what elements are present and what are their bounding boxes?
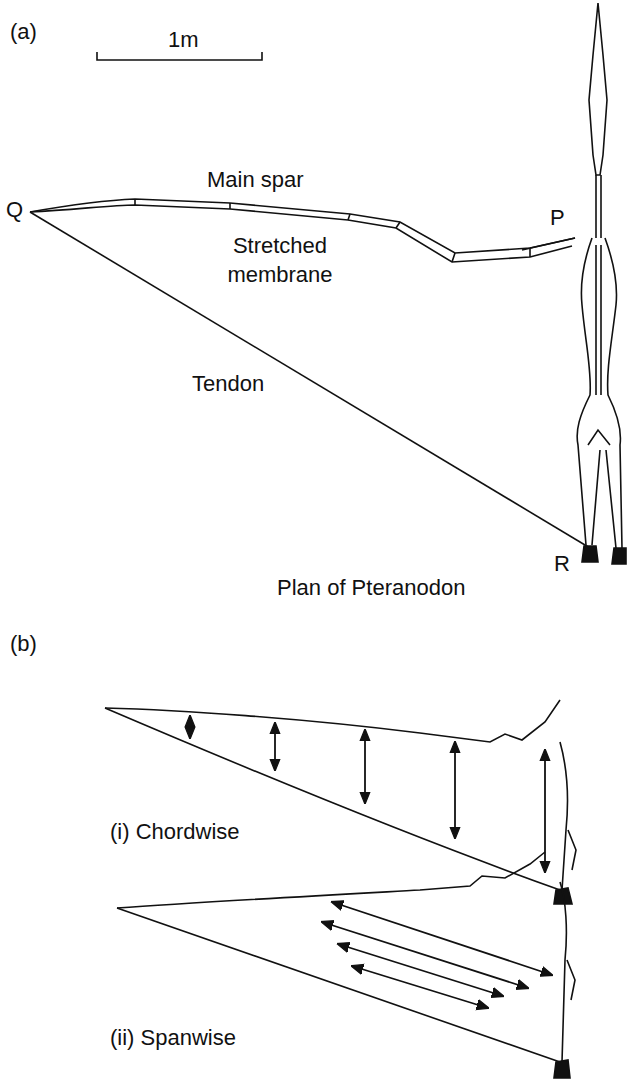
point-label: Q bbox=[4, 196, 25, 225]
spanwise-arrows bbox=[322, 902, 552, 1008]
part-label: Stretched membrane bbox=[208, 232, 352, 289]
body-outline bbox=[560, 882, 575, 1062]
chordwise-view bbox=[105, 700, 576, 904]
body-outline bbox=[560, 742, 576, 890]
neck bbox=[596, 175, 601, 238]
tendon-line bbox=[30, 212, 590, 548]
scale-label: 1m bbox=[166, 26, 201, 55]
head-crest bbox=[589, 3, 607, 175]
double-arrow bbox=[364, 730, 366, 803]
left-foot bbox=[582, 546, 598, 562]
wing-lower-edge bbox=[105, 708, 560, 890]
legs bbox=[592, 450, 616, 548]
body-left bbox=[577, 238, 592, 545]
plan-view bbox=[30, 3, 626, 564]
double-arrow bbox=[322, 922, 528, 988]
right-foot bbox=[612, 548, 626, 564]
double-arrow bbox=[332, 902, 552, 975]
chordwise-arrows bbox=[190, 716, 545, 872]
double-arrow bbox=[352, 966, 488, 1008]
part-label: Tendon bbox=[190, 370, 266, 399]
double-arrow bbox=[189, 716, 191, 738]
wing-upper-edge bbox=[117, 852, 545, 908]
wing-upper-edge bbox=[105, 700, 560, 742]
foot bbox=[554, 1060, 570, 1078]
point-label: P bbox=[548, 204, 567, 233]
body-inner bbox=[588, 245, 610, 445]
view-label: (ii) Spanwise bbox=[108, 1024, 238, 1053]
double-arrow bbox=[544, 750, 546, 872]
part-label: Main spar bbox=[205, 166, 306, 195]
view-label: (i) Chordwise bbox=[108, 818, 242, 847]
panel-letter: (a) bbox=[8, 18, 39, 47]
point-label: R bbox=[552, 550, 572, 579]
body-right bbox=[605, 238, 622, 548]
panel-letter: (b) bbox=[8, 630, 39, 659]
double-arrow bbox=[274, 723, 276, 770]
figure-title: Plan of Pteranodon bbox=[275, 574, 467, 603]
double-arrow bbox=[454, 742, 456, 838]
propatagium bbox=[522, 238, 575, 250]
